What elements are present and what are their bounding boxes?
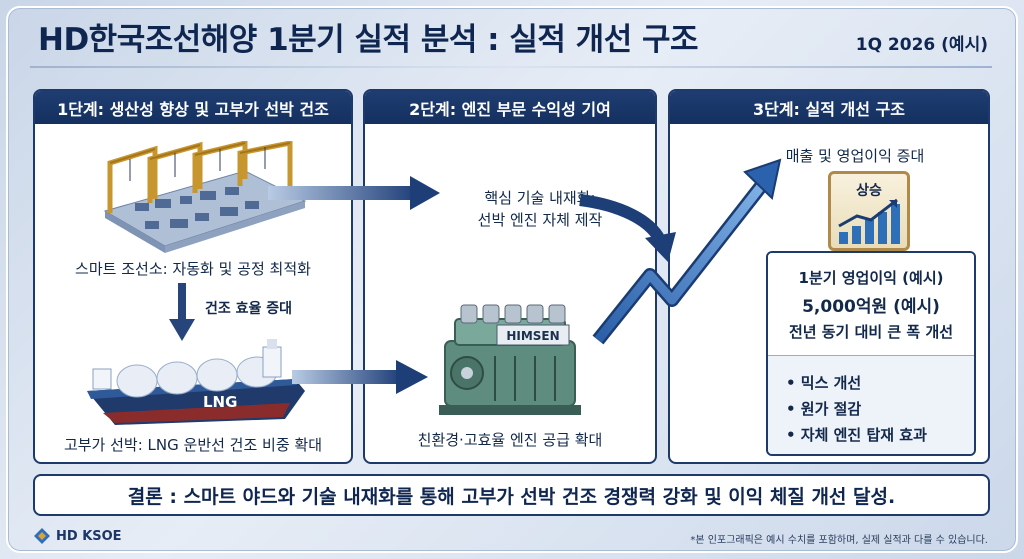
tech-line2: 선박 엔진 자체 제작 bbox=[477, 211, 603, 229]
result-box: 1분기 영업이익 (예시) 5,000억원 (예시) 전년 동기 대비 큰 폭 … bbox=[766, 251, 976, 456]
page-title: HD한국조선해양 1분기 실적 분석 : 실적 개선 구조 bbox=[38, 22, 699, 58]
stage3-panel: 3단계: 실적 개선 구조 매출 및 영업이익 증대 상승 1분기 영업이익 (… bbox=[668, 89, 990, 464]
profit-line1: 1분기 영업이익 (예시) bbox=[798, 268, 944, 287]
title-divider bbox=[30, 66, 992, 68]
growth-zigzag-icon bbox=[592, 158, 782, 345]
stage2-title: 2단계: 엔진 부문 수익성 기여 bbox=[365, 91, 655, 124]
engine-plate-text: HIMSEN bbox=[506, 329, 559, 343]
bar-chart-icon bbox=[838, 198, 900, 244]
stage2-panel: 2단계: 엔진 부문 수익성 기여 핵심 기술 내재화: 선박 엔진 자체 제작… bbox=[363, 89, 657, 464]
arrow-to-engine-icon bbox=[292, 360, 428, 394]
hd-logo-icon bbox=[34, 528, 50, 544]
logo-text: HD KSOE bbox=[56, 528, 122, 544]
growth-badge: 상승 bbox=[828, 171, 910, 251]
bullet-engine: • 자체 엔진 탑재 효과 bbox=[786, 426, 927, 444]
badge-label: 상승 bbox=[856, 183, 882, 199]
shipyard-caption: 스마트 조선소: 자동화 및 공정 최적화 bbox=[75, 260, 311, 278]
lng-ship-illustration: LNG bbox=[87, 339, 305, 425]
bullet-mix: • 믹스 개선 bbox=[786, 374, 862, 392]
tech-line1: 핵심 기술 내재화: bbox=[484, 189, 596, 207]
footnote: *본 인포그래픽은 예시 수치를 포함하며, 실제 실적과 다를 수 있습니다. bbox=[690, 535, 988, 546]
shipyard-illustration bbox=[103, 141, 307, 253]
arrow-to-tech-icon bbox=[268, 176, 440, 210]
stage3-title: 3단계: 실적 개선 구조 bbox=[670, 91, 988, 124]
down-arrow-icon bbox=[169, 283, 195, 341]
ship-caption: 고부가 선박: LNG 운반선 건조 비중 확대 bbox=[63, 436, 323, 454]
bullet-cost: • 원가 절감 bbox=[786, 400, 862, 418]
ship-hull-text: LNG bbox=[203, 393, 237, 411]
profit-line2: 5,000억원 (예시) bbox=[802, 296, 940, 317]
stage1-panel: 1단계: 생산성 향상 및 고부가 선박 건조 스마트 조선소: 자동화 및 공… bbox=[33, 89, 353, 464]
efficiency-label: 건조 효율 증대 bbox=[205, 301, 293, 317]
growth-label: 매출 및 영업이익 증대 bbox=[785, 147, 925, 165]
company-logo: HD KSOE bbox=[34, 528, 122, 544]
engine-caption: 친환경·고효율 엔진 공급 확대 bbox=[417, 431, 603, 449]
profit-line3: 전년 동기 대비 큰 폭 개선 bbox=[788, 322, 954, 341]
stage1-title: 1단계: 생산성 향상 및 고부가 선박 건조 bbox=[35, 91, 351, 124]
conclusion-bar: 결론 : 스마트 야드와 기술 내재화를 통해 고부가 선박 건조 경쟁력 강화… bbox=[33, 474, 990, 516]
outer-frame bbox=[6, 6, 1018, 553]
engine-illustration: HIMSEN bbox=[439, 304, 581, 415]
quarter-label: 1Q 2026 (예시) bbox=[855, 35, 988, 55]
curved-arrow-icon bbox=[579, 194, 676, 262]
